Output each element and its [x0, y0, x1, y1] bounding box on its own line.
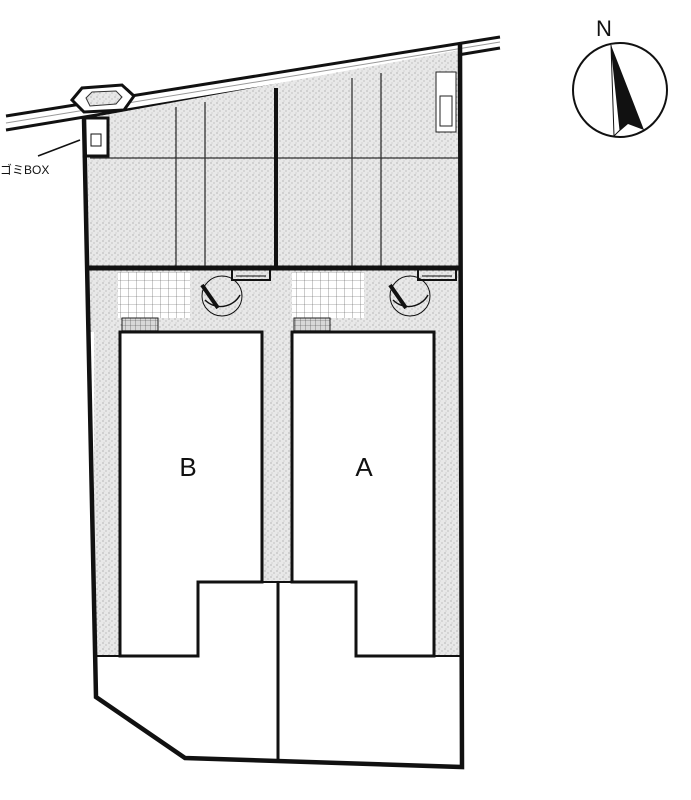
gate-icon: [388, 268, 457, 317]
garbage-box-label: ゴミBOX: [0, 162, 49, 177]
north-arrow-icon: [572, 42, 668, 138]
tile-area-b: [118, 272, 190, 318]
meter-box: [435, 71, 457, 133]
unit-b-building: [118, 330, 264, 658]
tile-area-a: [292, 272, 364, 318]
gravel-strip-right: [434, 332, 460, 656]
gate-icon: [200, 268, 271, 317]
gravel-strip-left: [94, 332, 120, 656]
gravel-strip-middle: [262, 332, 292, 582]
unit-a-building: [290, 330, 436, 658]
unit-b-label: B: [179, 452, 196, 482]
north-label: N: [596, 16, 612, 41]
lot-boundary: [81, 43, 465, 770]
unit-a-label: A: [355, 452, 373, 482]
curb-ornament-inner: [85, 90, 123, 107]
